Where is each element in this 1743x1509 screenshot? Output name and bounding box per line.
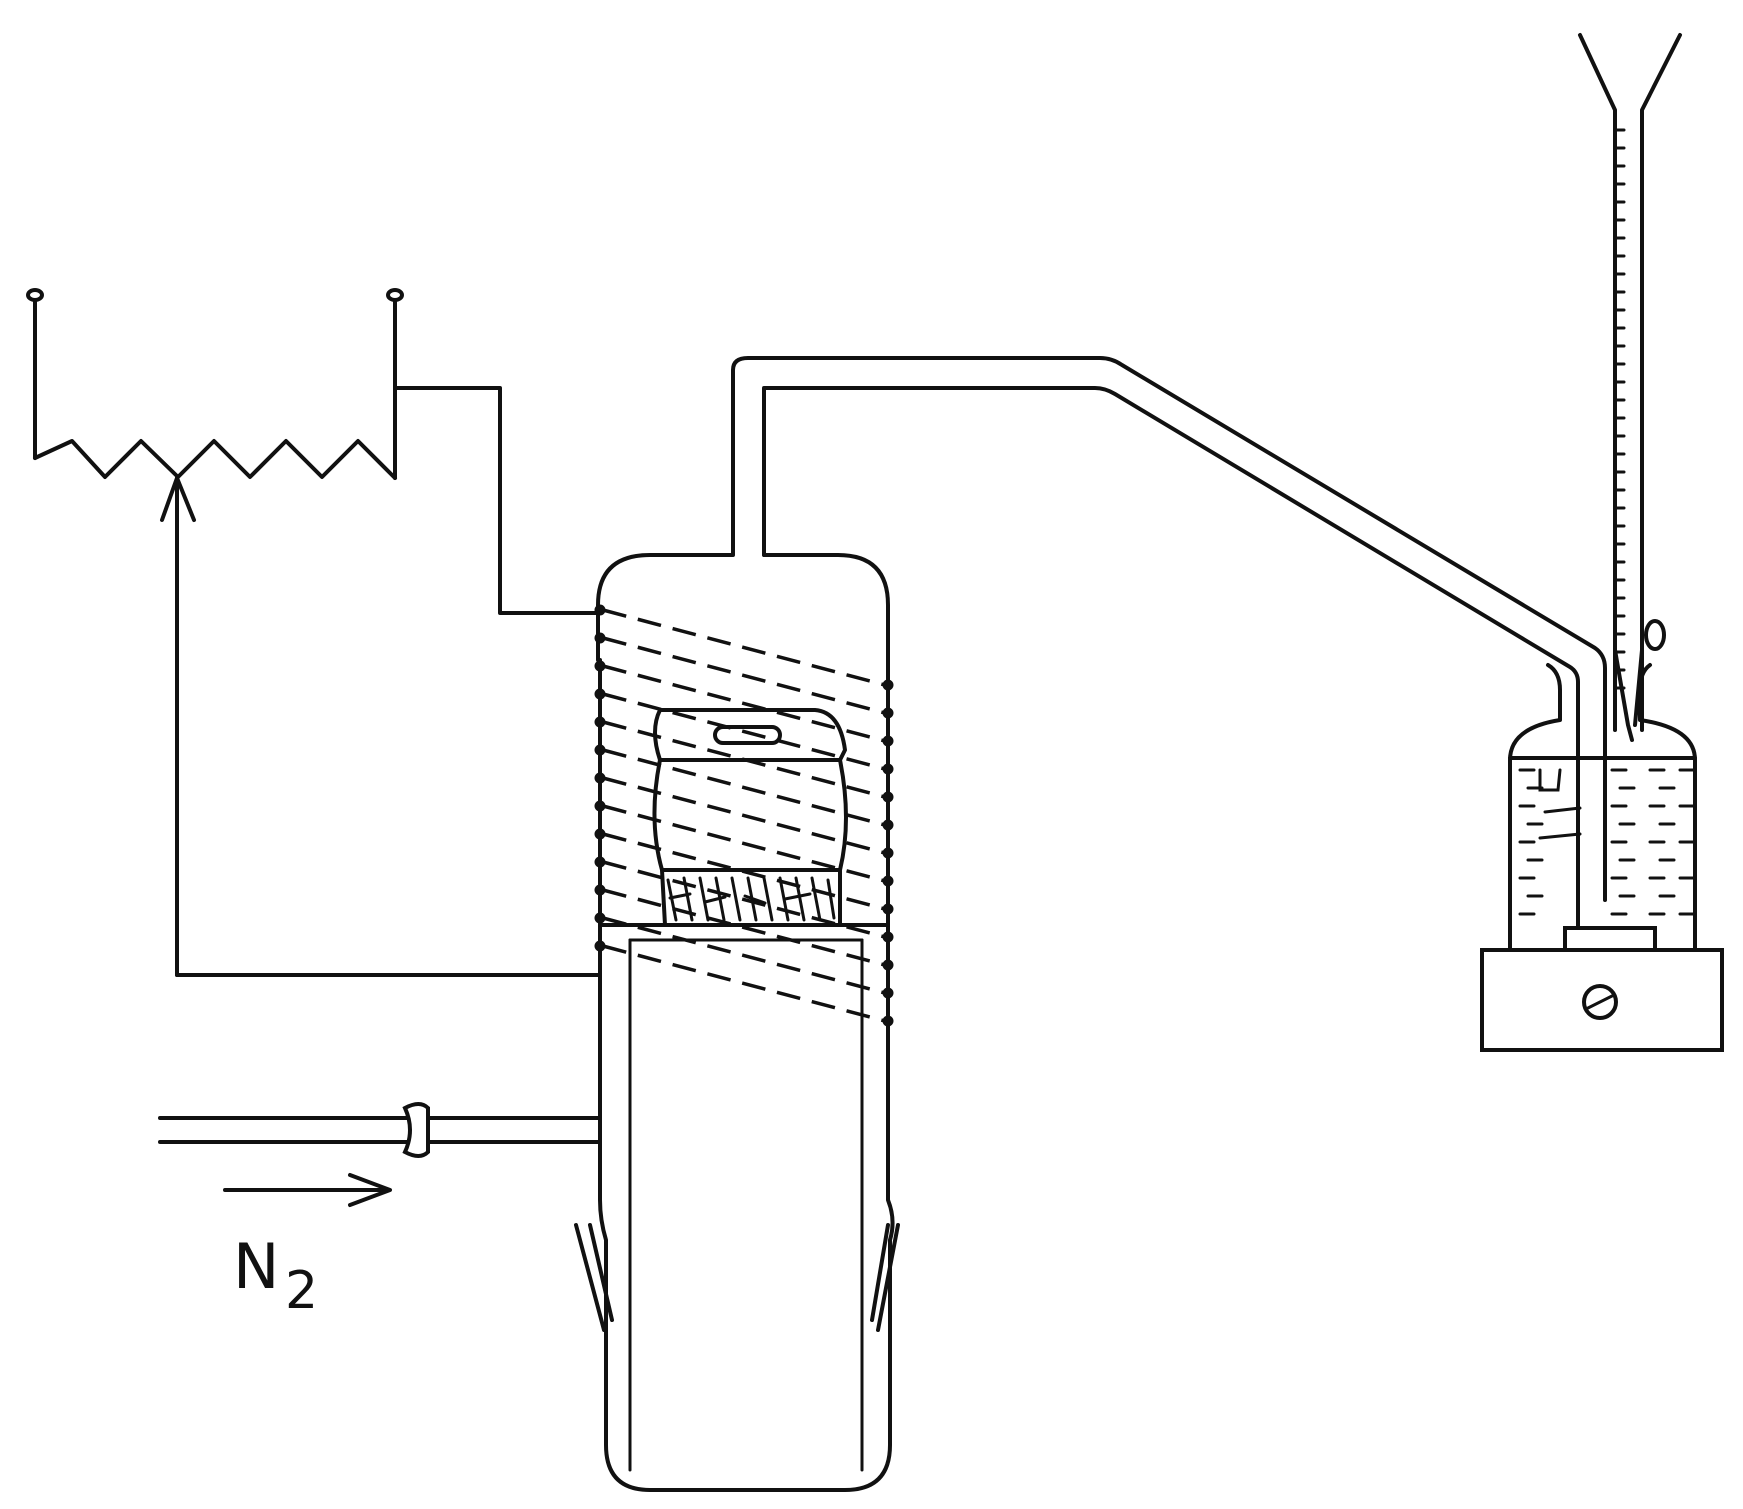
inlet-stopcock [402,1102,430,1158]
gas-label-subscript: 2 [285,1261,318,1321]
reactor-tube-right-top [762,553,890,1182]
coil-contact-left [594,940,606,952]
coil-contact-right [882,987,894,999]
coil-winding [602,916,886,995]
collection-vessel [1480,33,1724,1052]
coil-winding [602,888,886,967]
sample-hatching [666,876,836,922]
wiper-arrowhead [160,476,196,522]
coil-winding [602,804,886,883]
heating-coil [594,604,894,1027]
reactor-lower-body [598,1178,895,1492]
coil-contact-right [882,679,894,691]
sample-holder-body [652,758,848,872]
coil-contact-right [882,959,894,971]
coil-contact-left [594,604,606,616]
coil-contact-left [594,912,606,924]
coil-contact-left [594,744,606,756]
coil-winding [602,636,886,715]
coil-contact-right [882,875,894,887]
coil-winding [602,664,886,743]
gas-bubbles [1538,768,1582,840]
coil-contact-left [594,884,606,896]
burette-tip [1613,648,1644,742]
rheostat-right-terminal [386,288,404,302]
reactor-outer-wall [596,356,1607,782]
coil-contact-left [594,660,606,672]
burette-right-wall [1640,33,1682,732]
rheostat [26,288,602,977]
sample-holder-bottom [660,868,842,927]
rheostat-left-terminal [26,288,44,302]
flow-arrow-head [348,1173,392,1207]
stirrer-dial-needle [1586,994,1614,1010]
coil-contact-right [882,819,894,831]
coil-winding [602,720,886,799]
burette-graduations [1613,128,1626,690]
joint-left-outer [574,1223,606,1332]
coil-contact-right [882,847,894,859]
nitrogen-inlet: N 2 [158,1102,600,1321]
joint-right-outer [876,1223,900,1332]
bottle-outline [1508,663,1697,952]
lead-to-coil-top [393,386,602,615]
coil-winding [602,776,886,855]
coil-contact-right [882,763,894,775]
stir-bar [1563,926,1657,952]
coil-contact-left [594,856,606,868]
coil-winding [602,860,886,939]
coil-contact-right [882,903,894,915]
coil-contact-left [594,772,606,784]
coil-winding [602,692,886,771]
liquid-fill [1518,768,1696,916]
coil-winding [602,608,886,687]
sample-holder-top [653,708,847,762]
coil-contact-right [882,1015,894,1027]
coil-contact-right [882,791,894,803]
coil-winding [602,748,886,827]
gas-label-main: N [233,1230,279,1303]
magnetic-stirrer [1480,948,1724,1052]
coil-contact-right [882,931,894,943]
coil-contact-left [594,828,606,840]
joint-left-inner [588,1223,614,1322]
coil-winding [602,944,886,1023]
joint-right-inner [870,1223,890,1322]
coil-contact-left [594,632,606,644]
burette-left-wall [1578,33,1617,732]
resistor-zigzag [33,439,397,480]
burette-stopcock [1644,619,1666,651]
coil-winding [602,832,886,911]
coil-contact-left [594,688,606,700]
delivery-tube-in-bottle [1576,688,1607,932]
coil-contact-left [594,800,606,812]
reactor-tube [574,356,1607,1492]
coil-contact-right [882,707,894,719]
coil-contact-left [594,716,606,728]
reactor-inner-wall [762,386,1580,932]
coil-contact-right [882,735,894,747]
sample-slot [713,725,782,745]
